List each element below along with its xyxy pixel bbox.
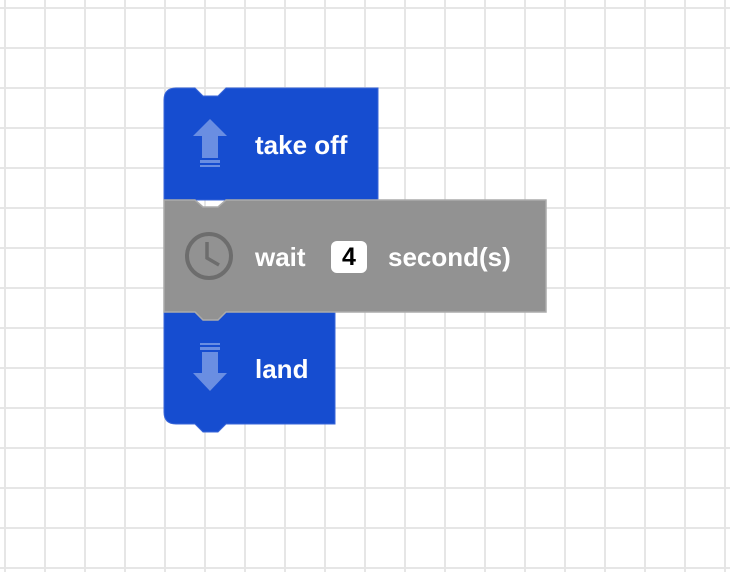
arrow-up-icon (193, 119, 227, 167)
clock-icon (185, 232, 233, 280)
land-block[interactable] (163, 311, 336, 433)
wait-seconds-input[interactable]: 4 (331, 241, 367, 273)
wait-unit-label: second(s) (388, 242, 511, 272)
wait-label: wait (255, 242, 306, 272)
takeoff-block[interactable] (163, 87, 379, 201)
arrow-down-icon (193, 343, 227, 391)
takeoff-label: take off (255, 130, 348, 160)
land-label: land (255, 354, 309, 384)
